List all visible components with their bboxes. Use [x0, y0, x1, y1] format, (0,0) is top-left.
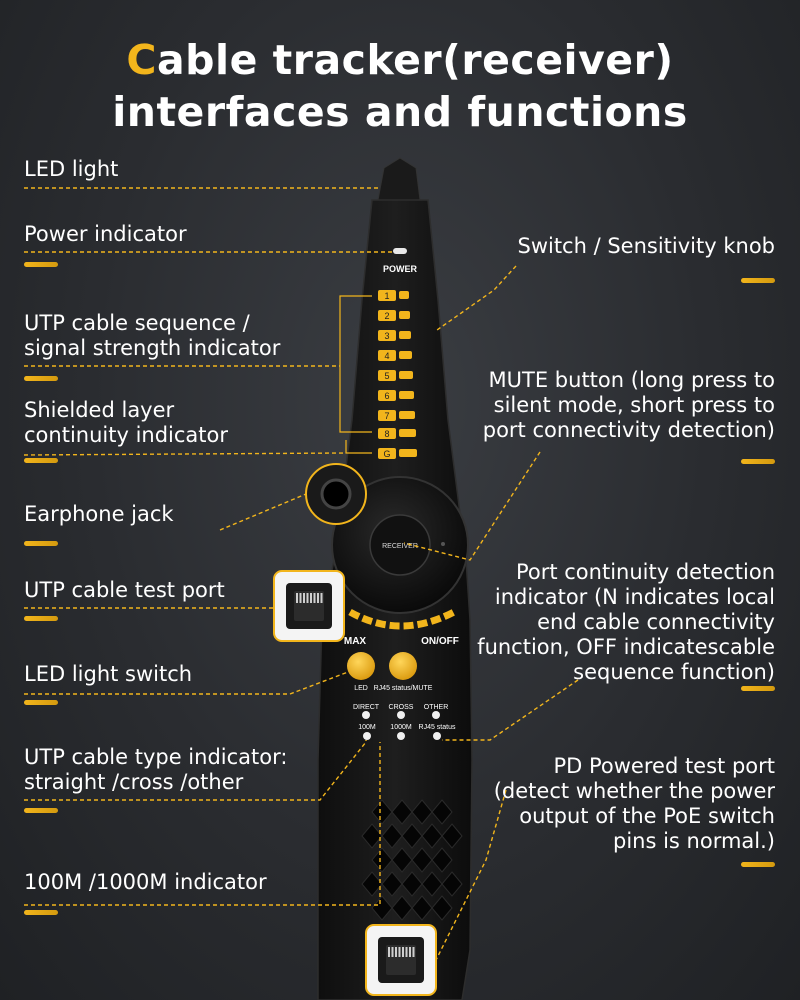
svg-text:5: 5: [384, 371, 389, 381]
label-utp-sequence-line-1: UTP cable sequence /: [24, 311, 250, 335]
label-port-line-2: indicator (N indicates local: [494, 585, 775, 609]
label-port-line-4: function, OFF indicatescable: [477, 635, 775, 659]
svg-text:2: 2: [384, 311, 389, 321]
label-utp-port: UTP cable test port: [24, 578, 225, 602]
dash-shielded: [24, 458, 58, 463]
dash-pd-port: [741, 862, 775, 867]
label-port-indicator: Port continuity detection indicator (N i…: [477, 560, 775, 685]
label-mute-line-3: port connectivity detection): [482, 418, 775, 442]
led-3: 3: [378, 330, 411, 341]
svg-text:7: 7: [384, 411, 389, 421]
dash-port-indicator: [741, 686, 775, 691]
rj45-status-text: RJ45 status: [419, 724, 456, 731]
dash-power-indicator: [24, 262, 58, 267]
earphone-jack-hole: [320, 478, 352, 510]
title-accent-letter: C: [126, 36, 158, 84]
label-earphone-jack: Earphone jack: [24, 502, 174, 526]
svg-text:4: 4: [384, 351, 389, 361]
label-mute-line-2: silent mode, short press to: [493, 393, 775, 417]
direct-text: DIRECT: [353, 704, 380, 711]
svg-text:8: 8: [384, 429, 389, 439]
label-led-switch: LED light switch: [24, 662, 193, 686]
svg-text:6: 6: [384, 391, 389, 401]
sequence-led-group: 1 2 3 4 5 6 7: [378, 290, 417, 459]
dash-utp-sequence: [24, 376, 58, 381]
led-btn-text: LED: [354, 685, 368, 692]
label-speed: 100M /1000M indicator: [24, 870, 267, 894]
led-7: 7: [378, 410, 415, 421]
m100-text: 100M: [358, 724, 376, 731]
led-5: 5: [378, 370, 413, 381]
label-port-line-3: end cable connectivity: [537, 610, 775, 634]
cross-led: [397, 711, 405, 719]
leader-lines: [23, 187, 579, 961]
title-line-2: interfaces and functions: [112, 88, 688, 136]
label-utp-type-line-1: UTP cable type indicator:: [24, 745, 288, 769]
led-6: 6: [378, 390, 414, 401]
label-power-indicator: Power indicator: [24, 222, 187, 246]
mute-button: [369, 514, 431, 576]
label-utp-type: UTP cable type indicator: straight /cros…: [24, 745, 287, 795]
cross-text: CROSS: [389, 704, 414, 711]
led-g: G: [378, 448, 417, 459]
label-utp-sequence-line-2: signal strength indicator: [24, 336, 281, 360]
label-utp-type-line-2: straight /cross /other: [24, 770, 244, 794]
label-pd-line-1: PD Powered test port: [553, 754, 775, 778]
speaker-grille: [361, 799, 463, 921]
label-shielded: Shielded layer continuity indicator: [24, 398, 228, 448]
receiver-text: RECEIVER: [382, 543, 418, 550]
label-mute: MUTE button (long press to silent mode, …: [483, 368, 775, 443]
label-mute-line-1: MUTE button (long press to: [488, 368, 775, 392]
title-line-1: Cable tracker(receiver): [0, 34, 800, 86]
led-4: 4: [378, 350, 412, 361]
dash-mute: [741, 459, 775, 464]
svg-text:1: 1: [384, 291, 389, 301]
dash-utp-port: [24, 616, 58, 621]
label-pd-line-2: (detect whether the power: [493, 779, 775, 803]
led-switch-button: [347, 652, 375, 680]
other-led: [432, 711, 440, 719]
page-title: Cable tracker(receiver) interfaces and f…: [0, 34, 800, 138]
label-led-light: LED light: [24, 157, 119, 181]
sequence-bracket: [339, 295, 372, 433]
led-2: 2: [378, 310, 410, 321]
label-shielded-line-1: Shielded layer: [24, 398, 175, 422]
dash-led-switch: [24, 700, 58, 705]
label-shielded-line-2: continuity indicator: [24, 423, 229, 447]
dash-speed: [24, 910, 58, 915]
knob-dot: [441, 542, 445, 546]
rj45-status-led: [433, 732, 441, 740]
label-pd-port: PD Powered test port (detect whether the…: [494, 754, 775, 854]
label-port-line-5: sequence function): [573, 660, 775, 684]
svg-text:G: G: [383, 449, 390, 459]
dash-utp-type: [24, 808, 58, 813]
rj45-mute-button: [389, 652, 417, 680]
m100-led: [363, 732, 371, 740]
label-pd-line-3: output of the PoE switch: [519, 804, 775, 828]
direct-led: [362, 711, 370, 719]
max-text: MAX: [344, 636, 367, 647]
onoff-text: ON/OFF: [421, 636, 459, 647]
title-line-1-rest: able tracker(receiver): [157, 36, 674, 84]
led-8: 8: [378, 428, 416, 439]
label-knob: Switch / Sensitivity knob: [517, 234, 775, 258]
m1000-text: 1000M: [390, 724, 412, 731]
rj45-btn-text: RJ45 status/MUTE: [374, 685, 433, 692]
dash-knob: [741, 278, 775, 283]
led-1: 1: [378, 290, 409, 301]
other-text: OTHER: [424, 704, 449, 711]
dash-earphone-jack: [24, 541, 58, 546]
svg-text:3: 3: [384, 331, 389, 341]
power-led: [393, 248, 407, 254]
m1000-led: [397, 732, 405, 740]
label-port-line-1: Port continuity detection: [515, 560, 775, 584]
power-text: POWER: [383, 264, 418, 274]
label-utp-sequence: UTP cable sequence / signal strength ind…: [24, 311, 280, 361]
label-pd-line-4: pins is normal.): [613, 829, 775, 853]
probe-tip: [377, 157, 421, 201]
